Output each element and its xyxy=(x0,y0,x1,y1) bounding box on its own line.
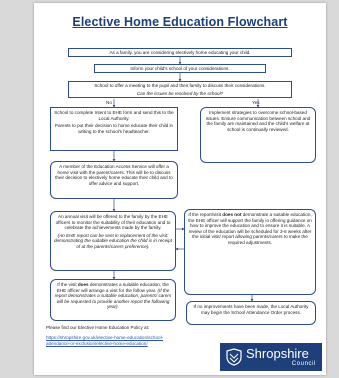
footnote-text: Please find our Elective Home Education … xyxy=(46,325,150,330)
shropshire-council-logo: Shropshire Council xyxy=(220,343,322,371)
logo-name: Shropshire xyxy=(246,346,309,361)
step-report-not-suitable: If the report/visit does not demonstrate… xyxy=(184,209,316,295)
step-intent-form: School to complete Intent to EHE form an… xyxy=(50,107,178,151)
step-school-meeting: School to offer a meeting to the pupil a… xyxy=(68,81,292,98)
step-implement-strategies: Implement strategies to overcome school-… xyxy=(200,107,316,163)
page-title: Elective Home Education Flowchart xyxy=(72,15,288,29)
step-home-visit: A member of the Education Access Service… xyxy=(50,161,178,199)
policy-footnote: Please find our Elective Home Education … xyxy=(46,325,164,346)
council-crest-icon xyxy=(226,348,242,366)
step-inform-school: Inform your child's school of your consi… xyxy=(94,64,266,73)
no-label: No xyxy=(106,100,112,105)
step-annual-visit: An annual visit will be offered to the f… xyxy=(50,211,176,271)
step-considering-ehe: As a family, you are considering electiv… xyxy=(68,48,292,57)
step-visit-suitable: If the visit does demonstrates a suitabl… xyxy=(50,279,176,321)
policy-link[interactable]: https://shropshire.gov.uk/elective-home-… xyxy=(46,334,164,346)
step-school-attendance-order: If no improvements have been made, the L… xyxy=(186,301,316,325)
logo-sub: Council xyxy=(291,361,316,367)
flowchart-page: Elective Home Education Flowchart As a f… xyxy=(34,3,326,375)
yes-label: Yes xyxy=(252,100,260,105)
